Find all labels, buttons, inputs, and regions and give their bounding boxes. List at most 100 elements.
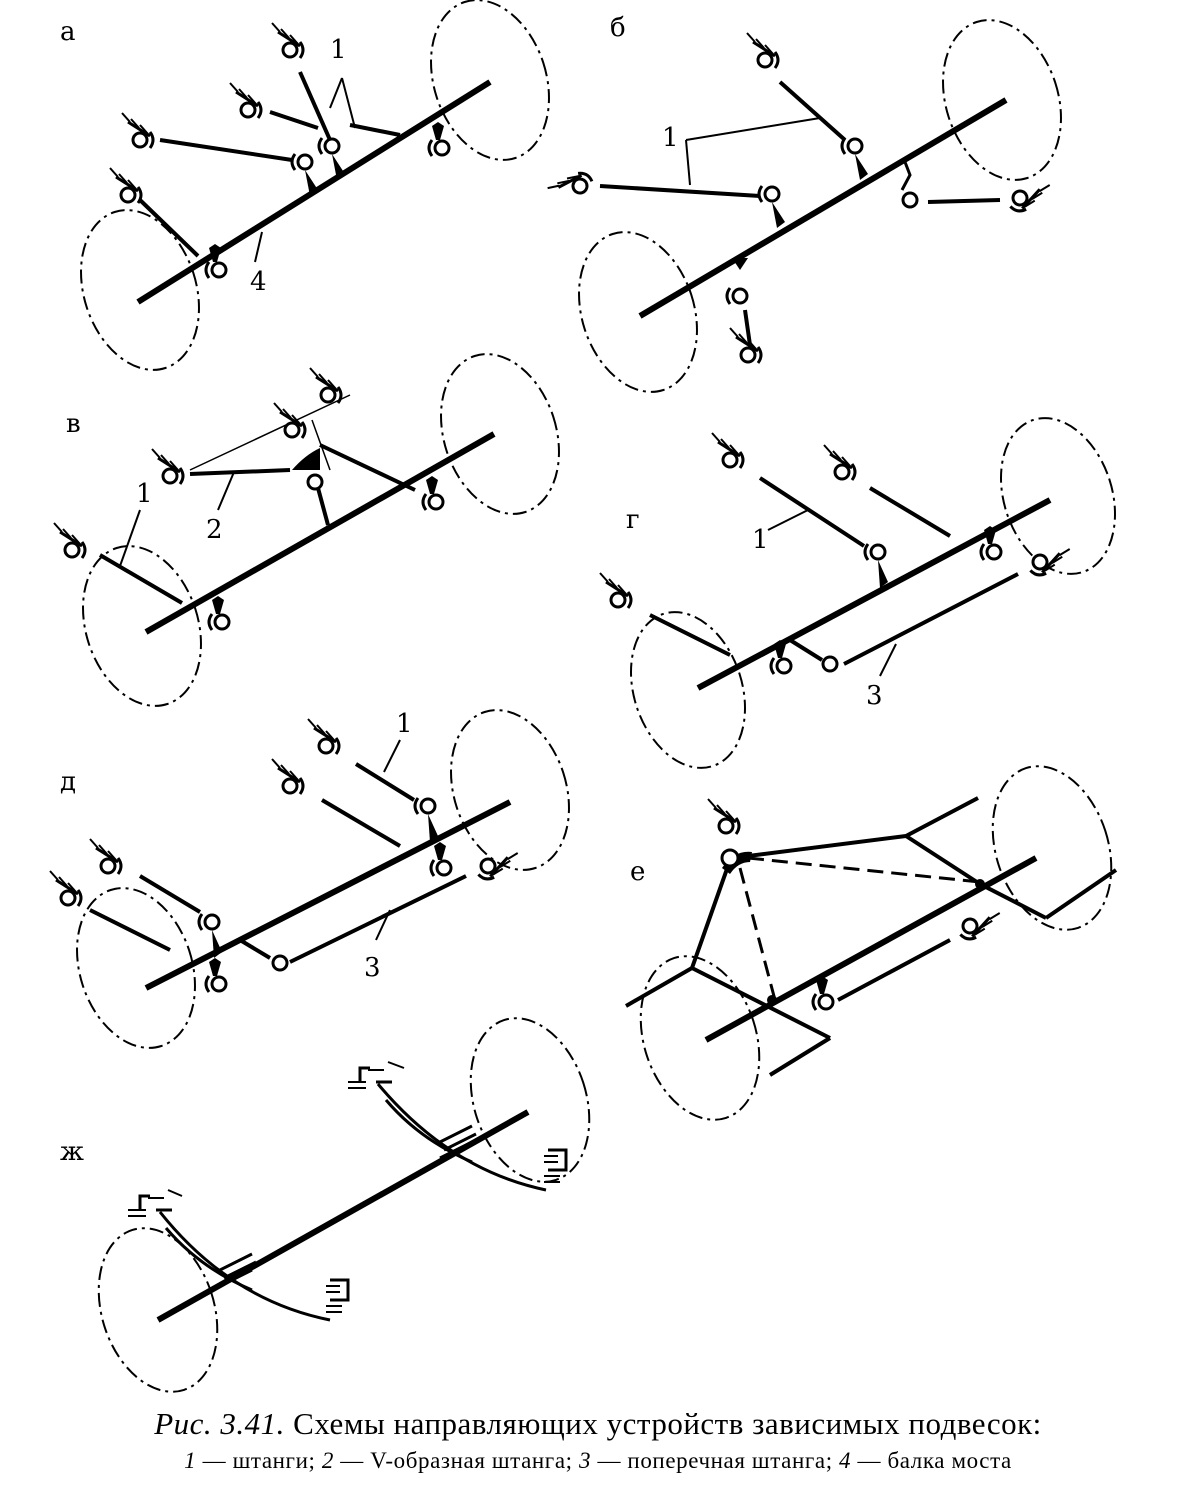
a-arm <box>690 865 730 969</box>
v-rod <box>319 443 416 492</box>
thin-line <box>189 394 351 471</box>
rod <box>758 476 866 548</box>
leader-line <box>685 139 691 186</box>
figure-title: Схемы направляющих устройств зависимых п… <box>293 1406 1042 1441</box>
rod <box>138 198 200 258</box>
wheel-right <box>450 709 570 871</box>
triangle-link <box>904 834 982 886</box>
rod <box>320 798 402 848</box>
triangle-link <box>747 834 907 858</box>
rod <box>778 80 847 142</box>
rod <box>89 908 171 952</box>
wheel-right <box>1000 417 1116 575</box>
rod <box>159 138 293 162</box>
rod <box>743 309 752 346</box>
rod <box>98 553 184 605</box>
wheel-right <box>991 765 1113 931</box>
figure-number: 3.41. <box>220 1406 285 1441</box>
front-spring-bracket <box>128 1189 183 1217</box>
axle-beam <box>144 799 512 991</box>
axle-beam <box>696 497 1052 691</box>
a-arm <box>738 867 777 1001</box>
panhard-link <box>788 638 824 662</box>
legend-text-4: — балка моста <box>857 1448 1012 1473</box>
callout-1: 1 <box>330 35 347 65</box>
panhard-rod <box>289 874 467 964</box>
rod <box>269 110 319 130</box>
legend-num-2: 2 <box>321 1448 334 1473</box>
v-rod <box>189 468 291 476</box>
callout-3: 3 <box>866 681 883 711</box>
leader-line <box>767 509 809 531</box>
triangle-link <box>979 882 1047 920</box>
legend-text-1: — штанги; <box>202 1448 316 1473</box>
leaf-spring <box>384 1099 473 1164</box>
wheel-left <box>76 887 196 1049</box>
callout-4: 4 <box>250 267 267 297</box>
figure-prefix: Рис. <box>154 1406 213 1441</box>
rod <box>599 184 761 198</box>
callout-2: 2 <box>206 515 223 545</box>
leader-line <box>217 471 235 511</box>
callout-1: 1 <box>752 525 769 555</box>
wheel-left <box>82 545 202 707</box>
front-spring-bracket <box>348 1061 405 1089</box>
leaf-spring <box>376 1083 547 1192</box>
panel-g: г 1 3 <box>598 417 1116 769</box>
callout-3: 3 <box>364 953 381 983</box>
panel-label-d: д <box>60 767 76 797</box>
leader-line <box>879 643 897 677</box>
legend-num-4: 4 <box>839 1448 852 1473</box>
panel-e: е <box>625 765 1118 1121</box>
panel-v: в 1 2 <box>52 353 560 707</box>
panel-label-e: е <box>630 857 645 887</box>
wheel-left <box>578 231 698 393</box>
axle-beam <box>638 97 1008 319</box>
rod <box>354 762 416 802</box>
axle-beam <box>144 431 496 635</box>
frame-rail <box>625 966 693 1008</box>
leader-line <box>375 909 391 941</box>
wheel-right <box>942 19 1062 181</box>
legend-text-2: — V-образная штанга; <box>340 1448 573 1473</box>
leader-line <box>685 117 821 141</box>
panel-a: а 1 4 <box>60 0 550 371</box>
wheel-right <box>440 353 560 515</box>
callout-1: 1 <box>136 479 153 509</box>
panel-label-zh: ж <box>60 1137 84 1167</box>
leader-line <box>383 739 401 773</box>
rod <box>316 487 330 526</box>
wheel-left <box>630 611 746 769</box>
leader-line <box>254 231 263 263</box>
leader-line <box>329 77 343 109</box>
wheel-right <box>430 0 550 161</box>
leader-line <box>119 509 141 567</box>
leaf-spring <box>164 1227 253 1292</box>
callout-1: 1 <box>396 709 413 739</box>
panhard-rod <box>843 572 1019 666</box>
panhard-rod <box>837 938 951 1002</box>
figure-caption-title: Рис. 3.41. Схемы направляющих устройств … <box>0 1406 1196 1442</box>
panel-label-b: б <box>610 13 626 43</box>
leader-line <box>341 77 356 129</box>
wheel-left <box>639 955 761 1121</box>
panel-label-v: в <box>66 409 81 439</box>
legend-num-3: 3 <box>579 1448 592 1473</box>
panel-label-a: а <box>60 17 76 47</box>
triangle-link <box>905 796 979 838</box>
a-arm <box>747 856 981 884</box>
panel-label-g: г <box>626 505 640 535</box>
panel-b: б 1 <box>546 13 1062 393</box>
panel-d: д 1 3 <box>48 709 570 1049</box>
legend-text-3: — поперечная штанга; <box>597 1448 833 1473</box>
callout-1: 1 <box>662 123 679 153</box>
axle-beam <box>156 1109 530 1323</box>
frame-rail <box>1044 868 1118 920</box>
rod <box>868 486 952 538</box>
rod <box>349 123 401 137</box>
panhard-link <box>238 938 272 960</box>
wheel-left <box>80 209 200 371</box>
wheel-right <box>469 1017 591 1183</box>
figure-caption-legend: 1 — штанги; 2 — V-образная штанга; 3 — п… <box>0 1448 1196 1474</box>
rod <box>649 613 731 657</box>
